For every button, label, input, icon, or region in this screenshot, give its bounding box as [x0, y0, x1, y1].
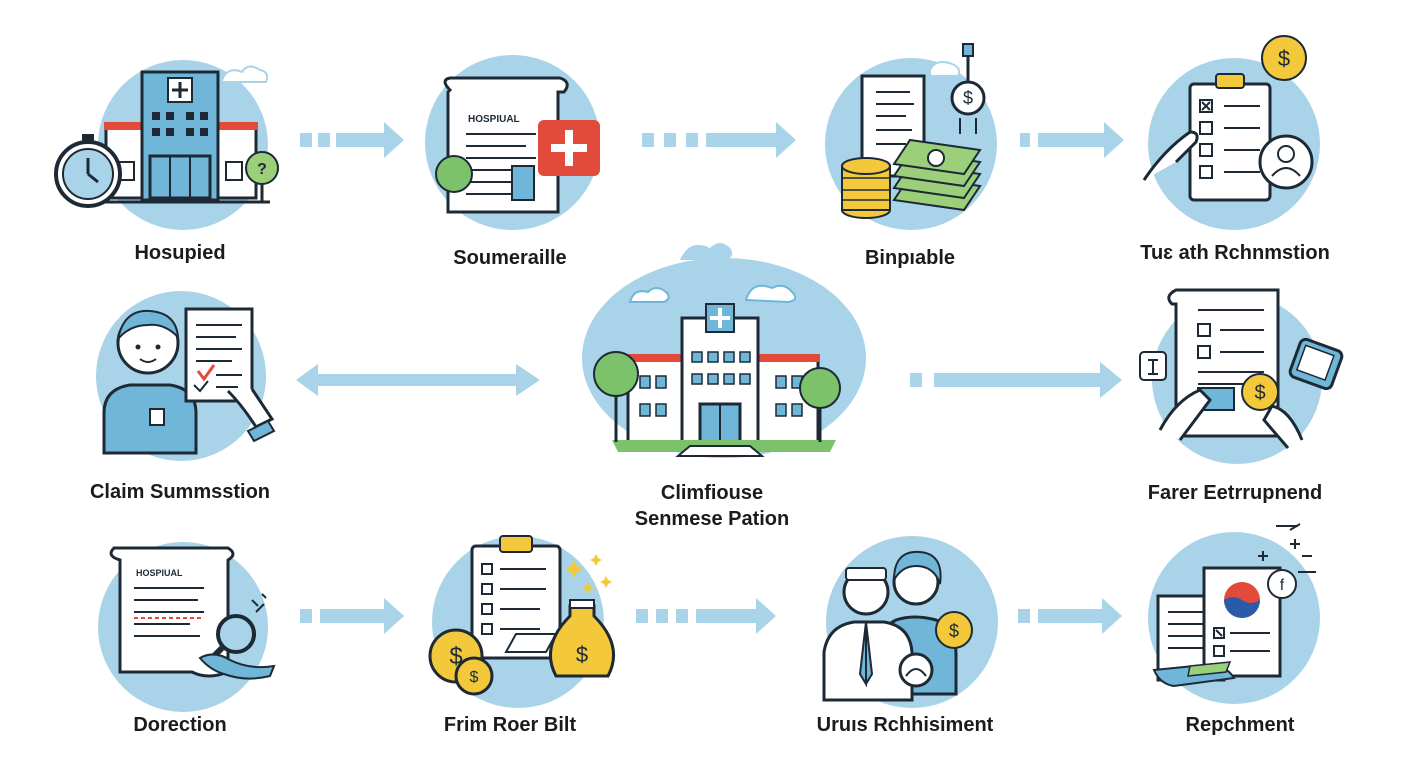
- flow-arrow-row3-c: [1018, 598, 1122, 634]
- document-payment-icon: $: [1139, 288, 1344, 449]
- flow-arrow-row3-b: [636, 598, 776, 634]
- flow-arrow-row1-a: [300, 122, 404, 158]
- money-stack-icon: $: [841, 43, 986, 219]
- step-hospital: ? Hosupied: [40, 50, 290, 280]
- clipboard-checklist-icon: $: [1142, 35, 1314, 202]
- staff-people-icon: $: [822, 550, 973, 702]
- hospital-building-icon: ?: [54, 65, 279, 208]
- step-repayment: f Repchment: [1140, 520, 1340, 750]
- step-label: Hosupied: [134, 242, 226, 264]
- svg-text:?: ?: [257, 161, 267, 178]
- hub-label-line2: Senmese Pation: [634, 508, 790, 530]
- flow-arrow-row1-c: [1020, 122, 1124, 158]
- step-direction: HOSPIUAL Dorection: [90, 530, 290, 750]
- hospital-scroll-icon: HOSPIUAL: [435, 76, 600, 214]
- person-document-icon: [102, 307, 276, 455]
- step-label: Claim Summsstion: [89, 481, 271, 503]
- svg-text:$: $: [576, 642, 588, 667]
- step-clipboard: $ Tuɛ ath Rchnmstion: [1120, 30, 1360, 280]
- svg-text:$: $: [1254, 382, 1265, 404]
- step-label: Repchment: [1185, 714, 1295, 736]
- step-bill: $ $ $ Frim Roer Bilt: [420, 530, 640, 750]
- scroll-magnifier-icon: HOSPIUAL: [109, 546, 276, 680]
- step-label: Dorection: [133, 714, 227, 736]
- step-claim-submission: Claim Summsstion: [70, 285, 310, 515]
- svg-text:$: $: [949, 621, 959, 641]
- step-label: Binpıable: [864, 247, 955, 269]
- step-money: $ Binpıable: [820, 40, 1010, 280]
- clipboard-money-icon: $ $ $: [428, 535, 616, 696]
- step-payment-document: $ Farer Eetrrupnend: [1130, 280, 1370, 515]
- hub-label-line1: Climfiouse: [660, 482, 764, 504]
- svg-text:HOSPIUAL: HOSPIUAL: [468, 114, 520, 125]
- flow-arrow-row1-b: [642, 122, 796, 158]
- payment-card-icon: f: [1152, 523, 1316, 688]
- svg-text:f: f: [1280, 577, 1285, 594]
- svg-text:$: $: [963, 88, 973, 108]
- flow-arrow-row2: [910, 362, 1122, 398]
- svg-text:HOSPIUAL: HOSPIUAL: [136, 568, 183, 578]
- svg-text:$: $: [470, 669, 479, 686]
- step-label: Farer Eetrrupnend: [1147, 482, 1323, 504]
- flow-arrow-row3-a: [300, 598, 404, 634]
- svg-text:$: $: [1278, 46, 1290, 71]
- step-label: Uruıs Rchhisiment: [816, 714, 994, 736]
- flow-arrow-bidirectional: [296, 364, 540, 396]
- hub-circle: [582, 258, 866, 458]
- step-hospital-scroll: HOSPIUAL Soumeraille: [420, 50, 620, 280]
- step-label: Tuɛ ath Rchnmstion: [1140, 242, 1330, 264]
- step-staff: $ Uruıs Rchhisiment: [800, 530, 1020, 750]
- step-label: Frim Roer Bilt: [443, 714, 577, 736]
- step-label: Soumeraille: [453, 247, 567, 269]
